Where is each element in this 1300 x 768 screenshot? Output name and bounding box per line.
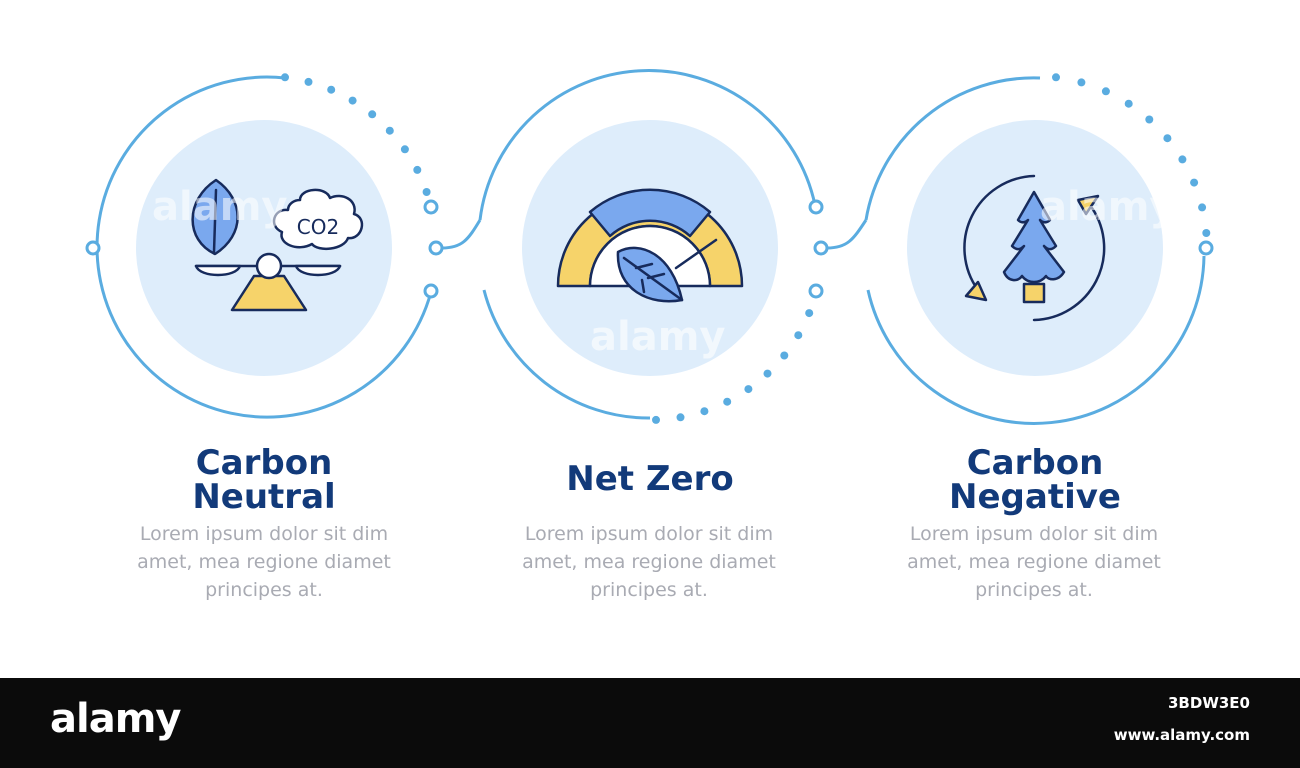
diagram-watermark-1: alamy bbox=[590, 314, 725, 360]
step-1-title-line-1: Carbon bbox=[195, 443, 333, 483]
dot bbox=[400, 145, 409, 154]
step-3-right-node bbox=[1198, 240, 1214, 256]
connector-2-3-node bbox=[813, 240, 829, 256]
step-1-top-node bbox=[423, 199, 439, 215]
diagram-watermark-2: alamy bbox=[152, 184, 287, 230]
dot bbox=[700, 407, 709, 416]
dot bbox=[794, 331, 803, 340]
step-1-desc-line-1: Lorem ipsum dolor sit dim bbox=[139, 523, 389, 545]
step-2-desc-line-1: Lorem ipsum dolor sit dim bbox=[524, 523, 774, 545]
step-2-desc-line-2: amet, mea regione diamet bbox=[522, 551, 776, 573]
dot bbox=[780, 351, 789, 360]
dot bbox=[744, 385, 753, 394]
step-2-ring-lower bbox=[482, 289, 651, 420]
dot bbox=[1101, 87, 1110, 96]
image-id: 3BDW3E0 bbox=[1168, 694, 1250, 712]
dot bbox=[1190, 178, 1199, 187]
site-url[interactable]: www.alamy.com bbox=[1113, 726, 1250, 744]
dot bbox=[652, 415, 660, 424]
step-2-bottom-node bbox=[808, 283, 824, 299]
dot bbox=[676, 413, 685, 422]
dot bbox=[805, 309, 814, 318]
step-3-title-line-1: Carbon bbox=[966, 443, 1104, 483]
brand-logo: alamy bbox=[50, 696, 181, 742]
step-3-desc-line-3: principes at. bbox=[975, 579, 1093, 601]
step-1-left-node bbox=[85, 240, 101, 256]
dot bbox=[422, 188, 431, 196]
dot bbox=[413, 165, 422, 174]
dot bbox=[1202, 229, 1211, 237]
step-2-top-node bbox=[808, 199, 824, 215]
step-3-ring-lower bbox=[866, 255, 1206, 425]
co2-label: CO2 bbox=[297, 215, 339, 239]
dot bbox=[1178, 155, 1187, 164]
step-3-title: Carbon Negative bbox=[875, 446, 1195, 514]
dot bbox=[723, 397, 732, 406]
dot bbox=[327, 85, 336, 94]
dot bbox=[385, 126, 394, 135]
connector-1-2-node bbox=[428, 240, 444, 256]
process-diagram: CO2 alamy alamy alamy bbox=[85, 69, 1214, 425]
leaf-scale-co2-icon: CO2 bbox=[191, 178, 364, 312]
dot bbox=[1124, 99, 1133, 108]
footer-bar: alamy 3BDW3E0 www.alamy.com bbox=[0, 678, 1300, 768]
step-3-description: Lorem ipsum dolor sit dim amet, mea regi… bbox=[869, 520, 1199, 604]
step-1-disc bbox=[136, 120, 392, 376]
dot bbox=[763, 369, 772, 378]
dot bbox=[1077, 78, 1086, 87]
step-2-description: Lorem ipsum dolor sit dim amet, mea regi… bbox=[484, 520, 814, 604]
tree-cycle-icon bbox=[963, 174, 1106, 322]
dot bbox=[348, 96, 357, 105]
step-1-dotted-arc bbox=[281, 73, 431, 196]
step-2-title: Net Zero bbox=[490, 462, 810, 496]
step-2-ring bbox=[478, 69, 817, 221]
step-1-desc-line-2: amet, mea regione diamet bbox=[137, 551, 391, 573]
step-3-title-line-2: Negative bbox=[949, 477, 1121, 517]
dot bbox=[368, 110, 377, 119]
gauge-leaf-icon bbox=[556, 188, 744, 303]
dot bbox=[1145, 115, 1154, 124]
dot bbox=[1052, 73, 1060, 82]
connector-1-2 bbox=[441, 219, 482, 250]
step-1-bottom-node bbox=[423, 283, 439, 299]
step-1-description: Lorem ipsum dolor sit dim amet, mea regi… bbox=[99, 520, 429, 604]
step-3-dotted-arc bbox=[1052, 73, 1211, 237]
step-2-desc-line-3: principes at. bbox=[590, 579, 708, 601]
dot bbox=[1163, 134, 1172, 143]
dot bbox=[1198, 203, 1207, 212]
diagram-watermark-3: alamy bbox=[1040, 184, 1175, 230]
step-1-ring bbox=[95, 75, 433, 419]
step-3-desc-line-1: Lorem ipsum dolor sit dim bbox=[909, 523, 1159, 545]
step-3-ring bbox=[864, 76, 1041, 221]
connector-2-3 bbox=[826, 219, 868, 250]
step-3-desc-line-2: amet, mea regione diamet bbox=[907, 551, 1161, 573]
step-1-title: Carbon Neutral bbox=[104, 446, 424, 514]
step-1-desc-line-3: principes at. bbox=[205, 579, 323, 601]
step-2-title-line-1: Net Zero bbox=[566, 459, 734, 499]
step-1-title-line-2: Neutral bbox=[192, 477, 336, 517]
dot bbox=[281, 73, 289, 82]
dot bbox=[304, 77, 313, 86]
